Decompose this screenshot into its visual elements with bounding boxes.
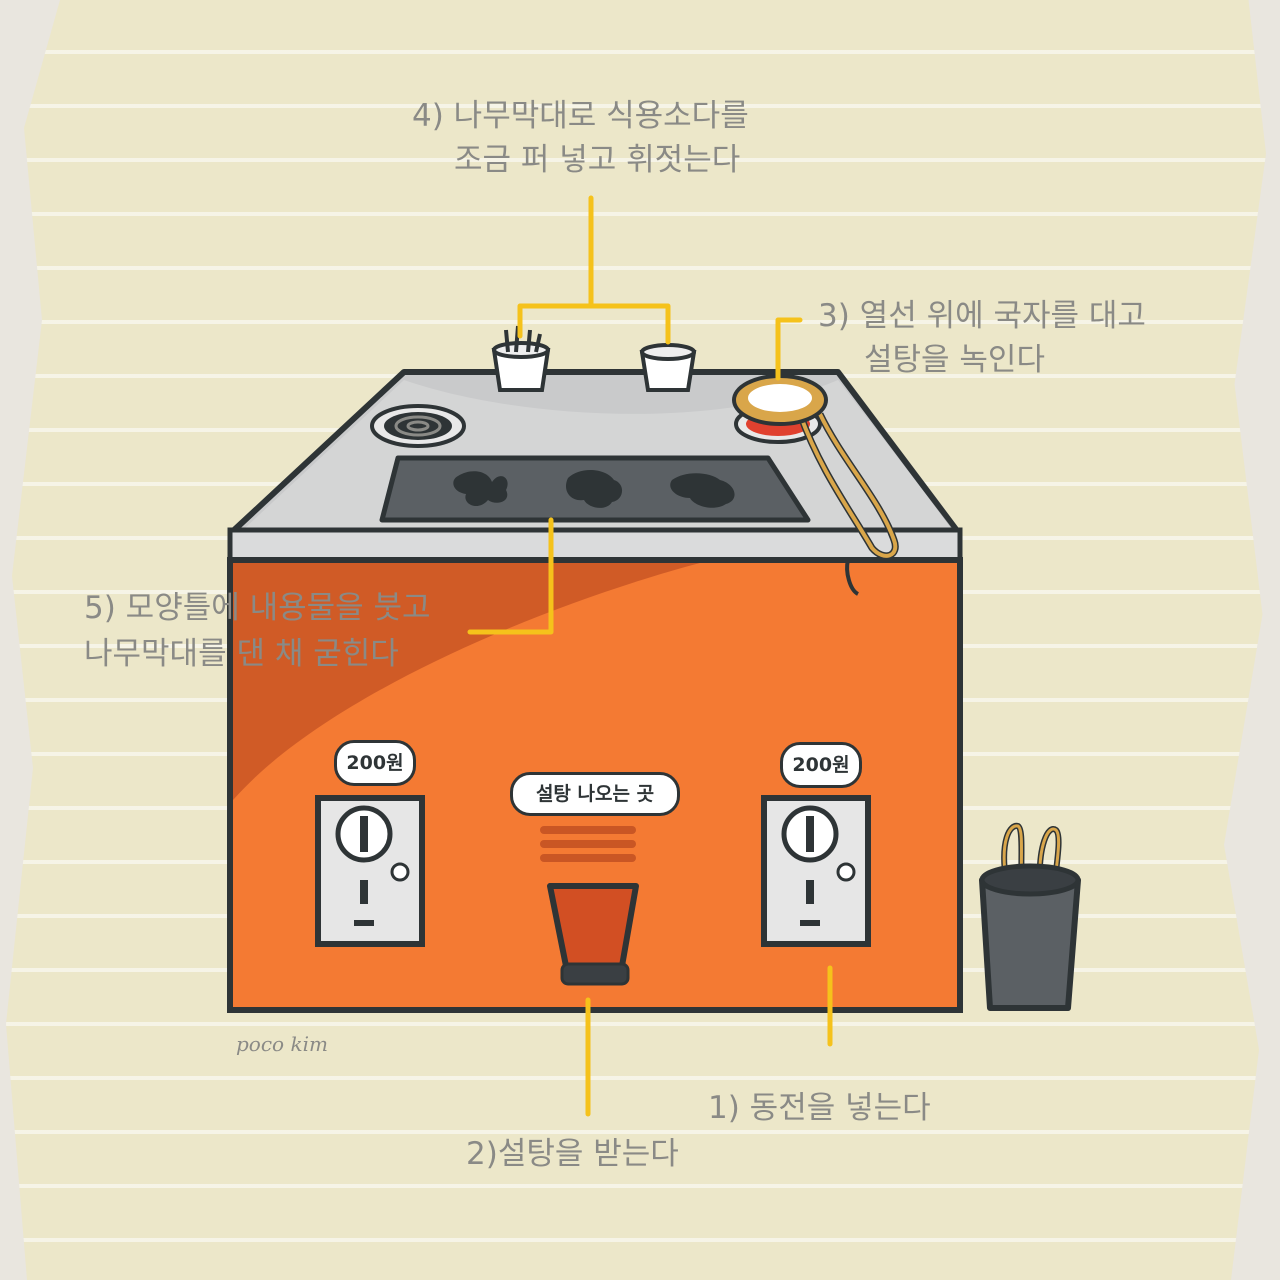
step1-label: 1) 동전을 넣는다 (708, 1090, 931, 1126)
mold-tray (379, 455, 811, 523)
chopstick-holder-icon (979, 822, 1081, 1011)
sugar-outlet-cup (547, 883, 639, 986)
step4-label-line1: 4) 나무막대로 식용소다를 (412, 98, 749, 134)
step2-label: 2)설탕을 받는다 (466, 1136, 679, 1172)
artist-signature: poco kim (236, 1032, 328, 1056)
price-tag-right: 200원 (780, 742, 862, 788)
price-tag-left: 200원 (334, 740, 416, 786)
baking-soda-cup-icon (639, 343, 697, 392)
heating-coil-icon (370, 404, 466, 448)
leader-line-step5 (467, 517, 554, 635)
step5-label-line2: 나무막대를 댄 채 굳힌다 (84, 636, 399, 672)
vent-grille (540, 826, 636, 862)
ladle-icon (732, 374, 899, 596)
coin-slot-right (761, 795, 871, 947)
step3-label-line2: 설탕을 녹인다 (864, 342, 1045, 378)
step3-label-line1: 3) 열선 위에 국자를 대고 (818, 298, 1146, 334)
coin-slot-left (315, 795, 425, 947)
leader-line-step4 (517, 195, 671, 345)
machine-rim (227, 527, 963, 563)
stick-cup-icon (491, 325, 551, 392)
step5-label-line1: 5) 모양틀에 내용물을 붓고 (84, 590, 431, 626)
leader-lines (467, 195, 833, 1117)
leader-line-step3 (775, 317, 803, 381)
sugar-outlet-sign: 설탕 나오는 곳 (510, 772, 680, 816)
step4-label-line2: 조금 퍼 넣고 휘젓는다 (454, 142, 741, 178)
